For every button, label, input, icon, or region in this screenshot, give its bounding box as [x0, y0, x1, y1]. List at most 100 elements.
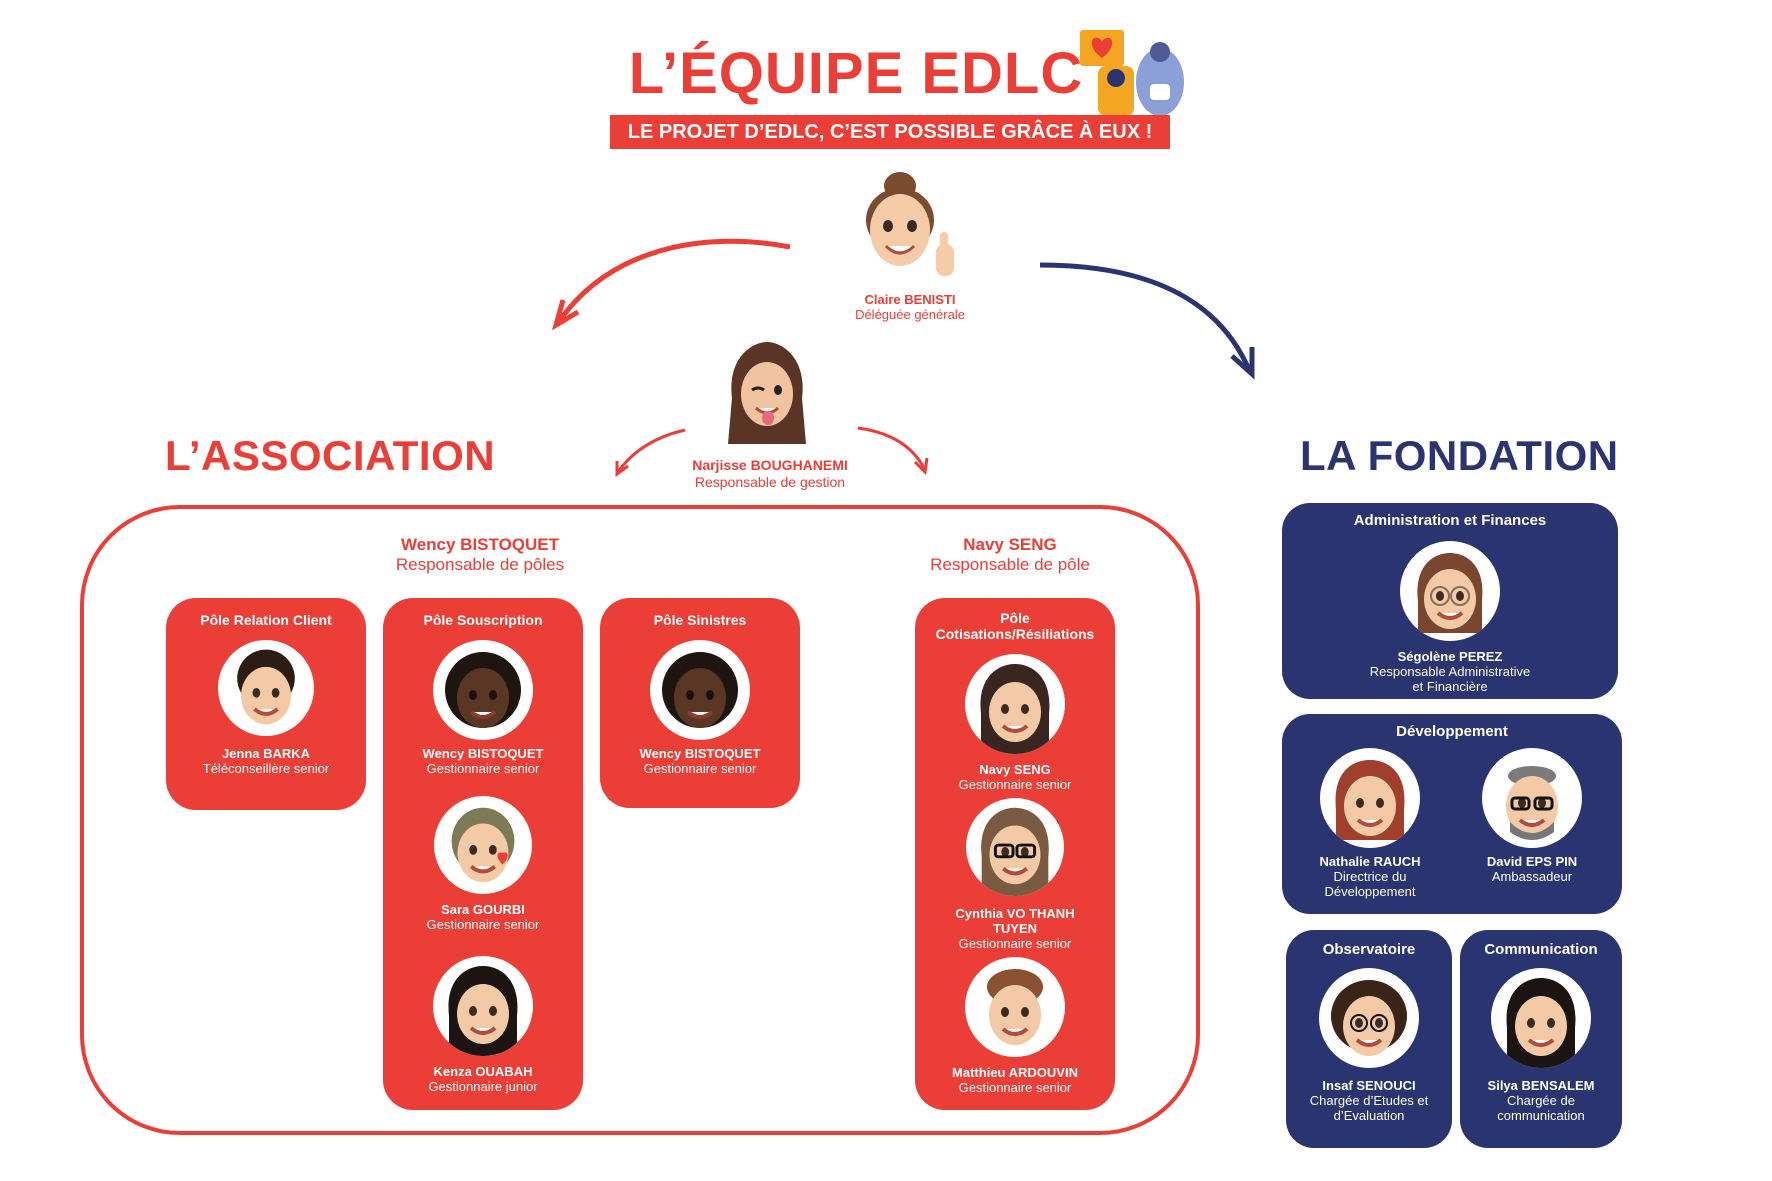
sara-name: Sara GOURBI — [441, 902, 525, 917]
manager-navy-role: Responsable de pôle — [930, 555, 1090, 574]
fbox-communication: Communication Silya BENSALEM Chargée de … — [1460, 930, 1622, 1148]
segolene-avatar — [1400, 541, 1500, 641]
segolene-role-line1: Responsable Administrative — [1369, 664, 1531, 679]
wency-name-sinistres: Wency BISTOQUET — [639, 746, 761, 761]
david-name: David EPS PIN — [1486, 854, 1578, 869]
subtitle-text: LE PROJET D’EDLC, C’EST POSSIBLE GRÂCE À… — [627, 121, 1153, 143]
silya-avatar — [1491, 968, 1591, 1068]
manager-wency: Wency BISTOQUET Responsable de pôles — [350, 535, 610, 575]
cynthia-avatar — [966, 798, 1064, 896]
fondation-title: LA FONDATION — [1300, 432, 1619, 479]
association-frame — [80, 505, 1200, 1135]
heart-sign-mascot-icon — [1078, 28, 1188, 120]
nathalie-role-line1: Directrice du — [1333, 869, 1407, 884]
cynthia-person: Cynthia VO THANH TUYEN Gestionnaire seni… — [915, 906, 1115, 951]
kenza-person: Kenza OUABAH Gestionnaire junior — [383, 1064, 583, 1094]
jenna-avatar — [218, 640, 314, 736]
pole-souscription-title: Pôle Souscription — [423, 612, 543, 628]
pole-cotisations-title-line1: Pôle — [1000, 610, 1030, 626]
navy-role: Gestionnaire senior — [958, 777, 1072, 792]
david-avatar — [1482, 748, 1582, 848]
navy-avatar — [965, 654, 1065, 754]
manager-navy-name: Navy SENG — [963, 535, 1057, 554]
claire-role: Déléguée générale — [855, 307, 965, 322]
wency-person-souscription: Wency BISTOQUET Gestionnaire senior — [383, 746, 583, 776]
arrow-to-fondation — [1039, 262, 1253, 373]
nathalie-name: Nathalie RAUCH — [1319, 854, 1421, 869]
association-title: L’ASSOCIATION — [165, 432, 496, 479]
pole-sinistres: Pôle Sinistres Wency BISTOQUET Gestionna… — [600, 598, 800, 808]
kenza-name: Kenza OUABAH — [433, 1064, 533, 1079]
pole-sinistres-title: Pôle Sinistres — [653, 612, 747, 628]
david-block: David EPS PIN Ambassadeur — [1462, 748, 1602, 884]
narjisse-name: Narjisse BOUGHANEMI — [692, 457, 848, 473]
narjisse-avatar — [722, 338, 812, 448]
silya-role-line2: communication — [1497, 1108, 1585, 1123]
claire-person: Claire BENISTI Déléguée générale — [820, 292, 1000, 322]
manager-wency-name: Wency BISTOQUET — [400, 535, 560, 554]
cynthia-role: Gestionnaire senior — [958, 936, 1072, 951]
david-person: David EPS PIN Ambassadeur — [1462, 854, 1602, 884]
page-title-text: L’ÉQUIPE EDLC — [628, 41, 1084, 106]
jenna-person: Jenna BARKA Téléconseillère senior — [166, 746, 366, 776]
arrow-to-association — [557, 238, 791, 322]
page-title: L’ÉQUIPE EDLC — [0, 40, 1772, 107]
narjisse-person: Narjisse BOUGHANEMI Responsable de gesti… — [660, 457, 880, 491]
manager-wency-role: Responsable de pôles — [395, 555, 565, 574]
segolene-person: Ségolène PEREZ Responsable Administrativ… — [1282, 649, 1618, 694]
silya-person: Silya BENSALEM Chargée de communication — [1460, 1078, 1622, 1123]
subtitle-banner: LE PROJET D’EDLC, C’EST POSSIBLE GRÂCE À… — [610, 115, 1170, 149]
arrow-to-wency — [616, 428, 686, 473]
claire-avatar — [850, 168, 960, 286]
arrow-to-wency-head — [615, 461, 629, 477]
fbox-admin-finances-title: Administration et Finances — [1353, 512, 1547, 529]
fbox-observatoire: Observatoire Insaf SENOUCI Chargée d’Etu… — [1286, 930, 1452, 1148]
fbox-communication-title: Communication — [1484, 941, 1598, 958]
narjisse-role: Responsable de gestion — [694, 474, 846, 490]
pole-souscription: Pôle Souscription Wency BISTOQUET Gestio… — [383, 598, 583, 1110]
kenza-avatar — [433, 956, 533, 1056]
insaf-name: Insaf SENOUCI — [1322, 1078, 1416, 1093]
fbox-developpement: Développement Nathalie RAUCH Directrice … — [1282, 714, 1622, 914]
jenna-role: Téléconseillère senior — [202, 761, 330, 776]
cynthia-name-line1: Cynthia VO THANH — [955, 906, 1075, 921]
manager-navy: Navy SENG Responsable de pôle — [890, 535, 1130, 575]
pole-cotisations: Pôle Cotisations/Résiliations Navy SENG … — [915, 598, 1115, 1110]
arrow-to-navy-head — [913, 457, 929, 476]
silya-role-line1: Chargée de — [1507, 1093, 1575, 1108]
nathalie-avatar — [1320, 748, 1420, 848]
david-role-line1: Ambassadeur — [1491, 869, 1573, 884]
wency-role-sinistres: Gestionnaire senior — [643, 761, 757, 776]
claire-name: Claire BENISTI — [864, 292, 956, 307]
silya-name: Silya BENSALEM — [1487, 1078, 1595, 1093]
wency-avatar-sinistres — [650, 640, 750, 740]
wency-role-souscription: Gestionnaire senior — [426, 761, 540, 776]
sara-avatar — [434, 796, 532, 894]
wency-person-sinistres: Wency BISTOQUET Gestionnaire senior — [600, 746, 800, 776]
arrow-to-association-head — [551, 299, 580, 331]
fbox-observatoire-title: Observatoire — [1322, 941, 1416, 958]
nathalie-block: Nathalie RAUCH Directrice du Développeme… — [1302, 748, 1438, 899]
arrow-to-navy — [857, 426, 927, 471]
nathalie-role-line2: Développement — [1324, 884, 1416, 899]
pole-relation-client-title: Pôle Relation Client — [200, 612, 332, 628]
arrow-to-fondation-head — [1230, 347, 1255, 380]
fbox-developpement-title: Développement — [1396, 723, 1508, 740]
navy-name: Navy SENG — [979, 762, 1051, 777]
fbox-admin-finances: Administration et Finances Ségolène PERE… — [1282, 503, 1618, 699]
wency-avatar-souscription — [433, 640, 533, 740]
segolene-name: Ségolène PEREZ — [1397, 649, 1503, 664]
insaf-role-line2: d’Evaluation — [1333, 1108, 1405, 1123]
pole-relation-client: Pôle Relation Client Jenna BARKA Télécon… — [166, 598, 366, 810]
insaf-avatar — [1319, 968, 1419, 1068]
jenna-name: Jenna BARKA — [221, 746, 311, 761]
insaf-person: Insaf SENOUCI Chargée d’Etudes et d’Eval… — [1286, 1078, 1452, 1123]
matthieu-name: Matthieu ARDOUVIN — [952, 1065, 1078, 1080]
cynthia-name-line2: TUYEN — [992, 921, 1038, 936]
pole-cotisations-title: Pôle Cotisations/Résiliations — [915, 610, 1115, 642]
pole-cotisations-title-line2: Cotisations/Résiliations — [935, 626, 1095, 642]
wency-name-souscription: Wency BISTOQUET — [422, 746, 544, 761]
sara-person: Sara GOURBI Gestionnaire senior — [383, 902, 583, 932]
navy-person: Navy SENG Gestionnaire senior — [915, 762, 1115, 792]
